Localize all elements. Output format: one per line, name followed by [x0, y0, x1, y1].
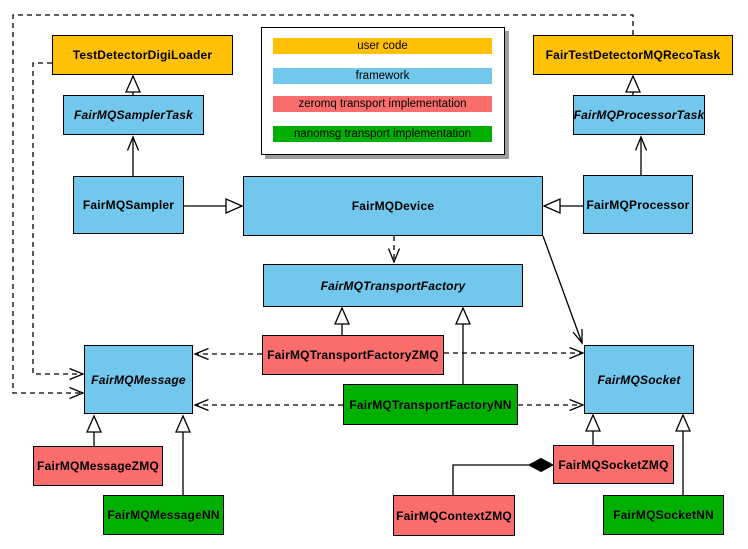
legend-item-zeromq: zeromq transport implementation — [273, 96, 492, 112]
node-fairmqtransportfactory: FairMQTransportFactory — [263, 264, 523, 307]
edge-messagezmq-message-inheritance — [86, 414, 102, 446]
node-fairmqsocket: FairMQSocket — [584, 345, 694, 414]
node-fairmqtransportfactoryzmq: FairMQTransportFactoryZMQ — [262, 335, 444, 375]
edge-recotask-message — [12, 14, 634, 400]
node-fairmqdevice: FairMQDevice — [243, 176, 543, 236]
edge-sampler-samplertask — [126, 135, 140, 176]
legend-item-framework: framework — [273, 68, 492, 84]
node-fairmqsocketnn: FairMQSocketNN — [603, 495, 724, 535]
edge-factorynn-socket — [518, 398, 585, 412]
edge-sampler-device-inheritance — [184, 198, 244, 214]
edge-factorynn-factory-inheritance — [455, 306, 471, 384]
edge-samplertask-digiloader-inheritance — [125, 74, 141, 95]
edge-factoryzmq-socket — [444, 346, 585, 360]
edge-contextzmq-socketzmq-composition — [452, 457, 555, 495]
edge-socketzmq-socket-inheritance — [585, 413, 601, 445]
node-fairmqmessage: FairMQMessage — [84, 345, 193, 414]
node-fairmqprocessor: FairMQProcessor — [583, 175, 693, 234]
edge-factoryzmq-factory-inheritance — [334, 306, 350, 335]
node-testdetectordigiloader: TestDetectorDigiLoader — [52, 35, 233, 75]
node-fairmqtransportfactorynn: FairMQTransportFactoryNN — [343, 384, 518, 425]
edge-processor-processortask — [634, 135, 648, 175]
legend-box: user code framework zeromq transport imp… — [261, 27, 505, 155]
edge-processor-device-inheritance — [542, 198, 583, 214]
edge-processortask-recotask-inheritance — [625, 74, 641, 95]
node-fairmqsampler: FairMQSampler — [73, 176, 184, 234]
edge-digiloader-message — [32, 62, 85, 381]
node-fairmqmessagenn: FairMQMessageNN — [103, 495, 224, 535]
edge-factorynn-message — [193, 398, 343, 412]
node-fairmqsocketzmq: FairMQSocketZMQ — [553, 445, 674, 484]
node-fairtestdetectormqrecotask: FairTestDetectorMQRecoTask — [533, 35, 733, 75]
node-fairmqsamplertask: FairMQSamplerTask — [63, 95, 204, 135]
edge-device-socket — [542, 235, 583, 345]
edge-factoryzmq-message — [193, 347, 262, 361]
edge-device-transportfactory — [387, 236, 401, 264]
node-fairmqprocessortask: FairMQProcessorTask — [573, 95, 705, 135]
legend-item-nanomsg: nanomsg transport implementation — [273, 126, 492, 142]
node-fairmqmessagezmq: FairMQMessageZMQ — [33, 446, 163, 486]
edge-socketnn-socket-inheritance — [675, 413, 691, 495]
legend-item-user-code: user code — [273, 38, 492, 54]
edge-messagenn-message-inheritance — [175, 414, 191, 495]
node-fairmqcontextzmq: FairMQContextZMQ — [393, 495, 515, 536]
